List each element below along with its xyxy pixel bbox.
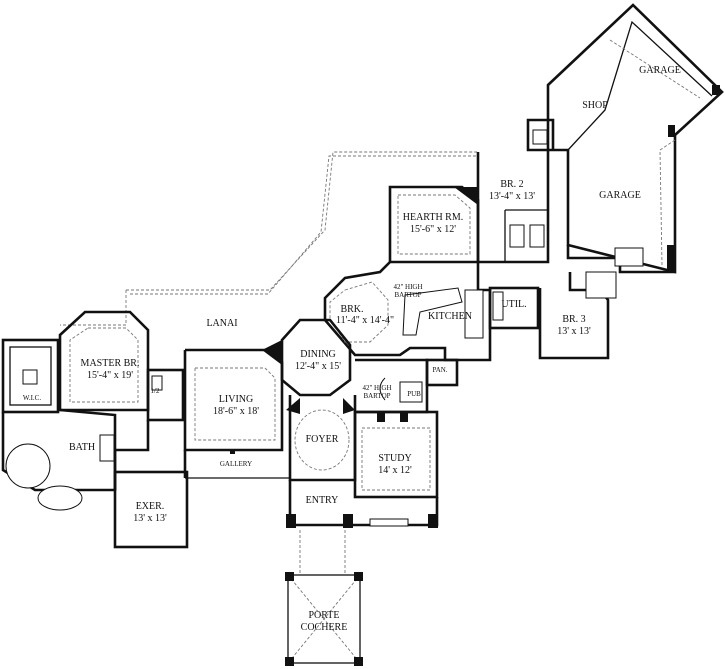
living-room	[183, 348, 284, 452]
label-half-bath: 1/2	[151, 387, 160, 395]
lanai-outline	[60, 151, 478, 326]
tub	[37, 485, 83, 511]
label-pub: PUB	[407, 390, 421, 398]
garage-column	[712, 85, 720, 95]
label-dining-size: 12'-4" x 15'	[295, 361, 341, 372]
vanity	[99, 434, 115, 462]
label-garage-top: GARAGE	[639, 65, 681, 76]
shower	[5, 443, 51, 489]
label-living-name: LIVING	[219, 394, 253, 405]
label-exer-size: 13' x 13'	[133, 513, 167, 524]
closet	[585, 271, 617, 299]
washer	[492, 291, 504, 321]
label-dining-name: DINING	[300, 349, 336, 360]
label-study-name: STUDY	[378, 453, 411, 464]
label-br2-size: 13'-4" x 13'	[489, 191, 535, 202]
kitchen-counter	[464, 289, 484, 339]
label-br3-name: BR. 3	[562, 314, 585, 325]
pub-counter	[399, 381, 423, 403]
bath-fixture	[529, 224, 545, 248]
master-bath	[1, 408, 117, 511]
label-porte: PORTE	[308, 610, 339, 621]
label-master-name: MASTER BR.	[81, 358, 140, 369]
kitchen-island	[402, 287, 463, 336]
label-study-size: 14' x 12'	[378, 465, 412, 476]
hearth-room	[388, 185, 480, 264]
label-hearth-name: HEARTH RM.	[403, 212, 464, 223]
study	[353, 410, 439, 499]
room-labels: GARAGE SHOP GARAGE BR. 2 13'-4" x 13' HE…	[23, 65, 681, 633]
label-bath: BATH	[69, 442, 95, 453]
label-br2-name: BR. 2	[500, 179, 523, 190]
label-living-size: 18'-6" x 18'	[213, 406, 259, 417]
label-shop: SHOP	[582, 100, 608, 111]
porte-cochere	[285, 572, 363, 666]
label-exer-name: EXER.	[136, 501, 165, 512]
garage-column	[668, 125, 675, 137]
label-lanai: LANAI	[206, 318, 237, 329]
garage-wing	[546, 3, 724, 274]
label-wic: W.I.C.	[23, 394, 41, 402]
bath-fixture	[509, 224, 525, 248]
label-entry: ENTRY	[306, 495, 339, 506]
label-util: UTIL.	[501, 299, 526, 310]
label-garage-bottom: GARAGE	[599, 190, 641, 201]
label-cochere: COCHERE	[301, 622, 348, 633]
half-bath	[146, 368, 185, 422]
closet-island	[22, 369, 38, 385]
label-brk-size: 11'-4" x 14'-4"	[336, 315, 394, 326]
label-pan: PAN.	[432, 366, 447, 374]
entry	[286, 480, 439, 575]
utility-room	[488, 286, 540, 330]
bartop-curve	[379, 377, 386, 401]
label-gallery: GALLERY	[220, 460, 252, 468]
exercise-room	[113, 470, 189, 549]
label-bartop-1a: 42" HIGH	[393, 283, 422, 291]
label-master-size: 15'-4" x 19'	[87, 370, 133, 381]
label-bartop-1b: BARTOP	[394, 291, 421, 299]
entry-bench	[369, 518, 409, 527]
bedroom-2	[476, 118, 555, 264]
label-kitchen: KITCHEN	[428, 311, 472, 322]
gallery	[113, 420, 290, 490]
toilet	[151, 375, 163, 391]
bath-fixture	[614, 247, 644, 267]
label-br3-size: 13' x 13'	[557, 326, 591, 337]
bedroom-3	[538, 247, 644, 360]
label-hearth-size: 15'-6" x 12'	[410, 224, 456, 235]
garage-column	[667, 245, 675, 272]
closet	[532, 129, 548, 145]
label-foyer: FOYER	[306, 434, 339, 445]
label-bartop-2a: 42" HIGH	[362, 384, 391, 392]
walk-in-closet	[1, 338, 60, 414]
label-brk-name: BRK.	[340, 304, 363, 315]
label-bartop-2b: BARTOP	[363, 392, 390, 400]
